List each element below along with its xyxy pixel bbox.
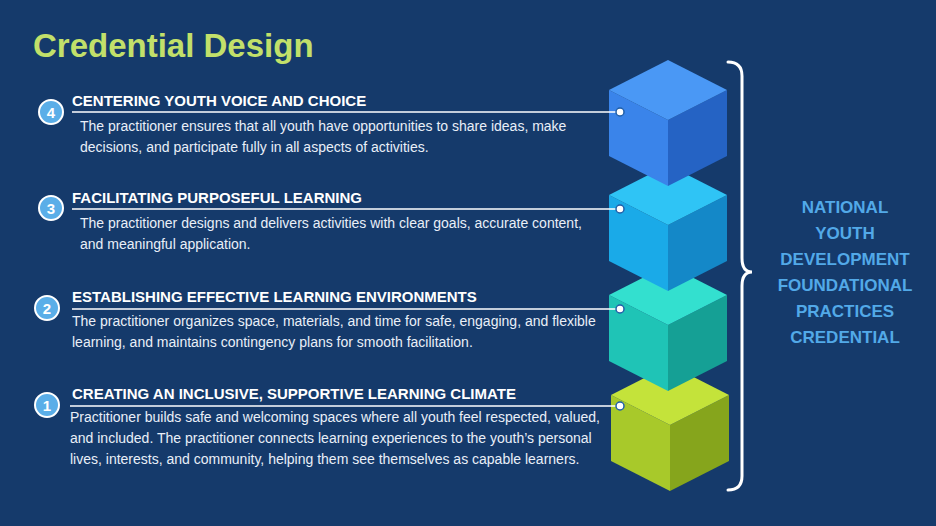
- leader-lines: [70, 112, 620, 406]
- practice-item: ESTABLISHING EFFECTIVE LEARNING ENVIRONM…: [72, 288, 612, 353]
- practice-item: CENTERING YOUTH VOICE AND CHOICE The prac…: [72, 92, 612, 158]
- leader-line: [72, 308, 620, 310]
- leader-line: [70, 405, 620, 407]
- credential-label: NATIONAL YOUTH DEVELOPMENT FOUNDATIONAL …: [770, 195, 920, 351]
- callout-number: 3: [47, 201, 55, 216]
- number-circle: 3: [38, 195, 64, 221]
- practice-heading: CENTERING YOUTH VOICE AND CHOICE: [72, 92, 612, 110]
- title: Credential Design: [33, 26, 314, 66]
- practice-heading: ESTABLISHING EFFECTIVE LEARNING ENVIRONM…: [72, 288, 612, 306]
- practice-item: FACILITATING PURPOSEFUL LEARNING The prac…: [72, 189, 612, 255]
- number-circle: 2: [34, 295, 60, 321]
- leader-dot: [616, 402, 624, 410]
- practice-description: The practitioner organizes space, materi…: [72, 311, 602, 353]
- cube: [609, 60, 727, 186]
- leader-dot: [616, 205, 624, 213]
- brace: [728, 62, 752, 490]
- callout-number: 1: [43, 398, 51, 413]
- cube-face: [609, 60, 727, 120]
- practice-heading: FACILITATING PURPOSEFUL LEARNING: [72, 189, 612, 207]
- practice-description: The practitioner ensures that all youth …: [80, 116, 600, 158]
- leader-dots: [616, 108, 624, 410]
- callout-number: 2: [43, 301, 51, 316]
- cube-stack: [609, 60, 729, 491]
- number-circle: 1: [34, 392, 60, 418]
- leader-dot: [616, 305, 624, 313]
- practice-description: Practitioner builds safe and welcoming s…: [70, 407, 602, 470]
- leader-dot: [616, 108, 624, 116]
- practice-item: CREATING AN INCLUSIVE, SUPPORTIVE LEARNI…: [72, 385, 612, 470]
- practice-description: The practitioner designs and delivers ac…: [80, 213, 600, 255]
- leader-line: [72, 208, 620, 210]
- practice-heading: CREATING AN INCLUSIVE, SUPPORTIVE LEARNI…: [72, 385, 612, 403]
- leader-line: [72, 111, 620, 113]
- number-circle: 4: [38, 99, 64, 125]
- callout-number: 4: [47, 105, 55, 120]
